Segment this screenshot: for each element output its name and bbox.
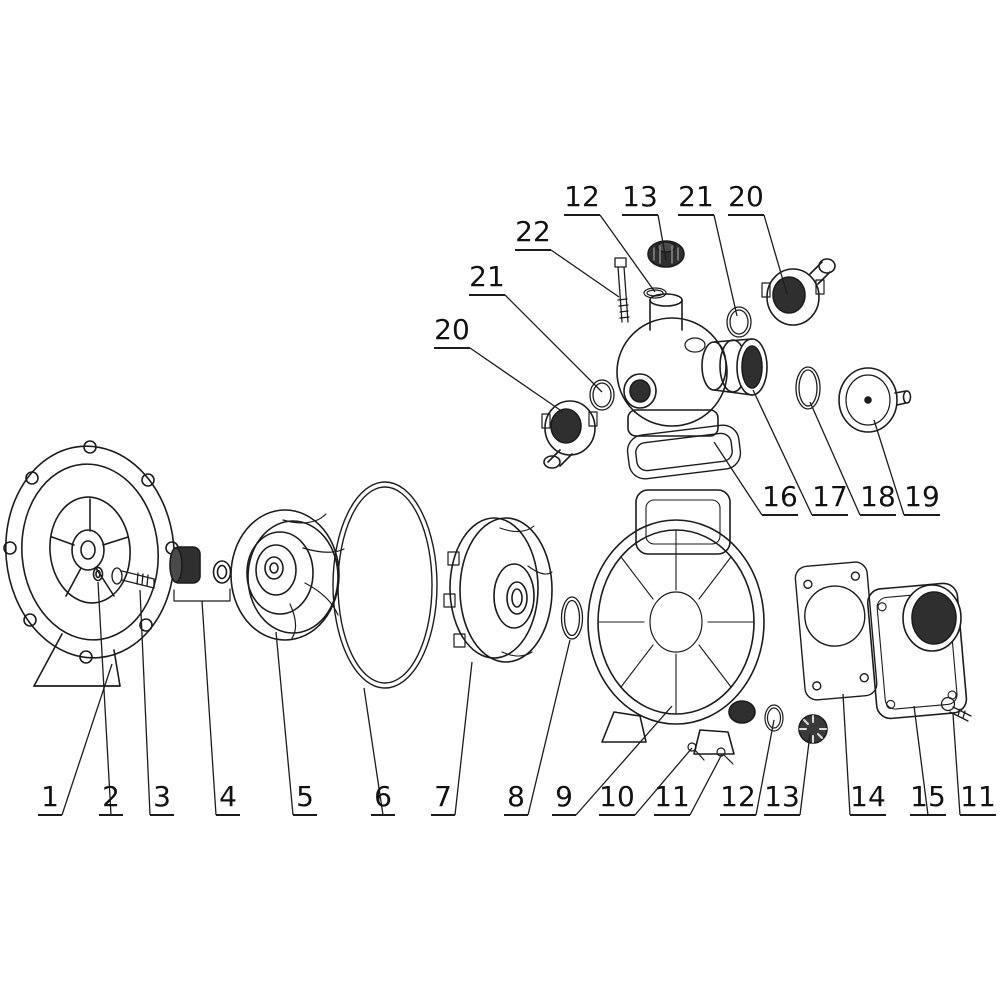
part-number-c10: 10 xyxy=(599,780,635,813)
part-number-c7: 7 xyxy=(434,780,452,813)
part-pump-body xyxy=(587,489,765,755)
part-number-c18: 18 xyxy=(860,480,896,513)
part-number-c16: 16 xyxy=(762,480,798,513)
leader-line-c8 xyxy=(527,639,571,816)
leader-line-c7 xyxy=(454,661,473,816)
leader-line-c16 xyxy=(713,441,763,516)
part-number-c20-top: 20 xyxy=(728,180,764,213)
part-port-o-ring-top xyxy=(726,306,752,338)
part-cap-seal-ring xyxy=(643,287,667,299)
part-number-c15: 15 xyxy=(910,780,946,813)
leader-line-c4 xyxy=(201,600,217,816)
part-filler-cap xyxy=(647,240,685,268)
part-mechanical-seal-set xyxy=(169,546,232,602)
part-hex-bolt-right xyxy=(940,696,972,722)
part-number-c2: 2 xyxy=(102,780,120,813)
leader-line-c22 xyxy=(550,249,620,298)
leader-line-c11-bottom xyxy=(689,753,723,816)
part-number-c6: 6 xyxy=(374,780,392,813)
leader-line-c13-top xyxy=(657,214,667,261)
part-drain-plug xyxy=(798,714,828,744)
part-number-c3: 3 xyxy=(153,780,171,813)
part-hose-coupling-top xyxy=(761,258,836,326)
leader-line-c3 xyxy=(139,589,151,816)
leader-line-c18 xyxy=(809,401,861,516)
leader-line-c12-top xyxy=(599,214,656,293)
leader-line-c2 xyxy=(97,581,112,816)
part-number-c12-top: 12 xyxy=(564,180,600,213)
part-number-c9: 9 xyxy=(555,780,573,813)
part-drain-o-ring xyxy=(764,704,784,732)
part-number-c17: 17 xyxy=(812,480,848,513)
leader-line-c19 xyxy=(873,419,905,516)
part-number-c14: 14 xyxy=(850,780,886,813)
leader-line-c21-left xyxy=(504,294,603,393)
part-pump-bracket-flange xyxy=(3,440,179,687)
part-number-c4: 4 xyxy=(219,780,237,813)
part-head-gasket xyxy=(626,424,742,480)
part-shaft-bolt xyxy=(111,567,155,589)
part-number-c11-right: 11 xyxy=(960,780,996,813)
part-hose-coupling-left xyxy=(541,400,598,469)
part-diffuser xyxy=(443,517,553,663)
leader-line-c12-bottom xyxy=(755,719,775,816)
part-rear-cover xyxy=(866,582,968,720)
leader-line-c5 xyxy=(275,631,294,816)
part-number-c12-bottom: 12 xyxy=(720,780,756,813)
part-number-c13-top: 13 xyxy=(622,180,658,213)
part-impeller xyxy=(230,509,345,641)
leader-line-c21-top xyxy=(713,214,738,317)
part-number-c21-left: 21 xyxy=(469,260,505,293)
part-pump-head-tank xyxy=(616,293,768,437)
part-number-c21-top: 21 xyxy=(678,180,714,213)
part-port-o-ring-left xyxy=(589,379,615,411)
part-number-c8: 8 xyxy=(507,780,525,813)
leader-line-c17 xyxy=(752,389,813,516)
leader-line-c11-right xyxy=(952,713,961,816)
leader-line-c9 xyxy=(575,705,673,816)
part-long-bolt xyxy=(614,257,630,323)
part-end-cap xyxy=(838,367,912,433)
leader-line-c6 xyxy=(363,687,384,816)
part-number-c13-bottom: 13 xyxy=(764,780,800,813)
leader-line-c20-top xyxy=(763,214,788,295)
part-number-c22: 22 xyxy=(515,215,551,248)
part-large-o-ring xyxy=(332,481,438,689)
part-number-c20-left: 20 xyxy=(434,313,470,346)
leader-line-c15 xyxy=(913,705,929,816)
part-discharge-o-ring xyxy=(795,366,821,410)
leader-line-c20-left xyxy=(469,347,564,413)
part-rear-gasket xyxy=(794,561,878,701)
leader-line-c13-bottom xyxy=(799,733,811,816)
part-washer xyxy=(92,566,104,582)
leader-line-c14 xyxy=(842,693,851,816)
leader-line-c10 xyxy=(634,747,693,816)
part-small-screws xyxy=(687,742,734,765)
part-number-c11-bottom: 11 xyxy=(654,780,690,813)
part-number-c1: 1 xyxy=(41,780,59,813)
part-number-c19: 19 xyxy=(904,480,940,513)
part-number-c5: 5 xyxy=(296,780,314,813)
part-small-o-ring xyxy=(560,596,584,640)
